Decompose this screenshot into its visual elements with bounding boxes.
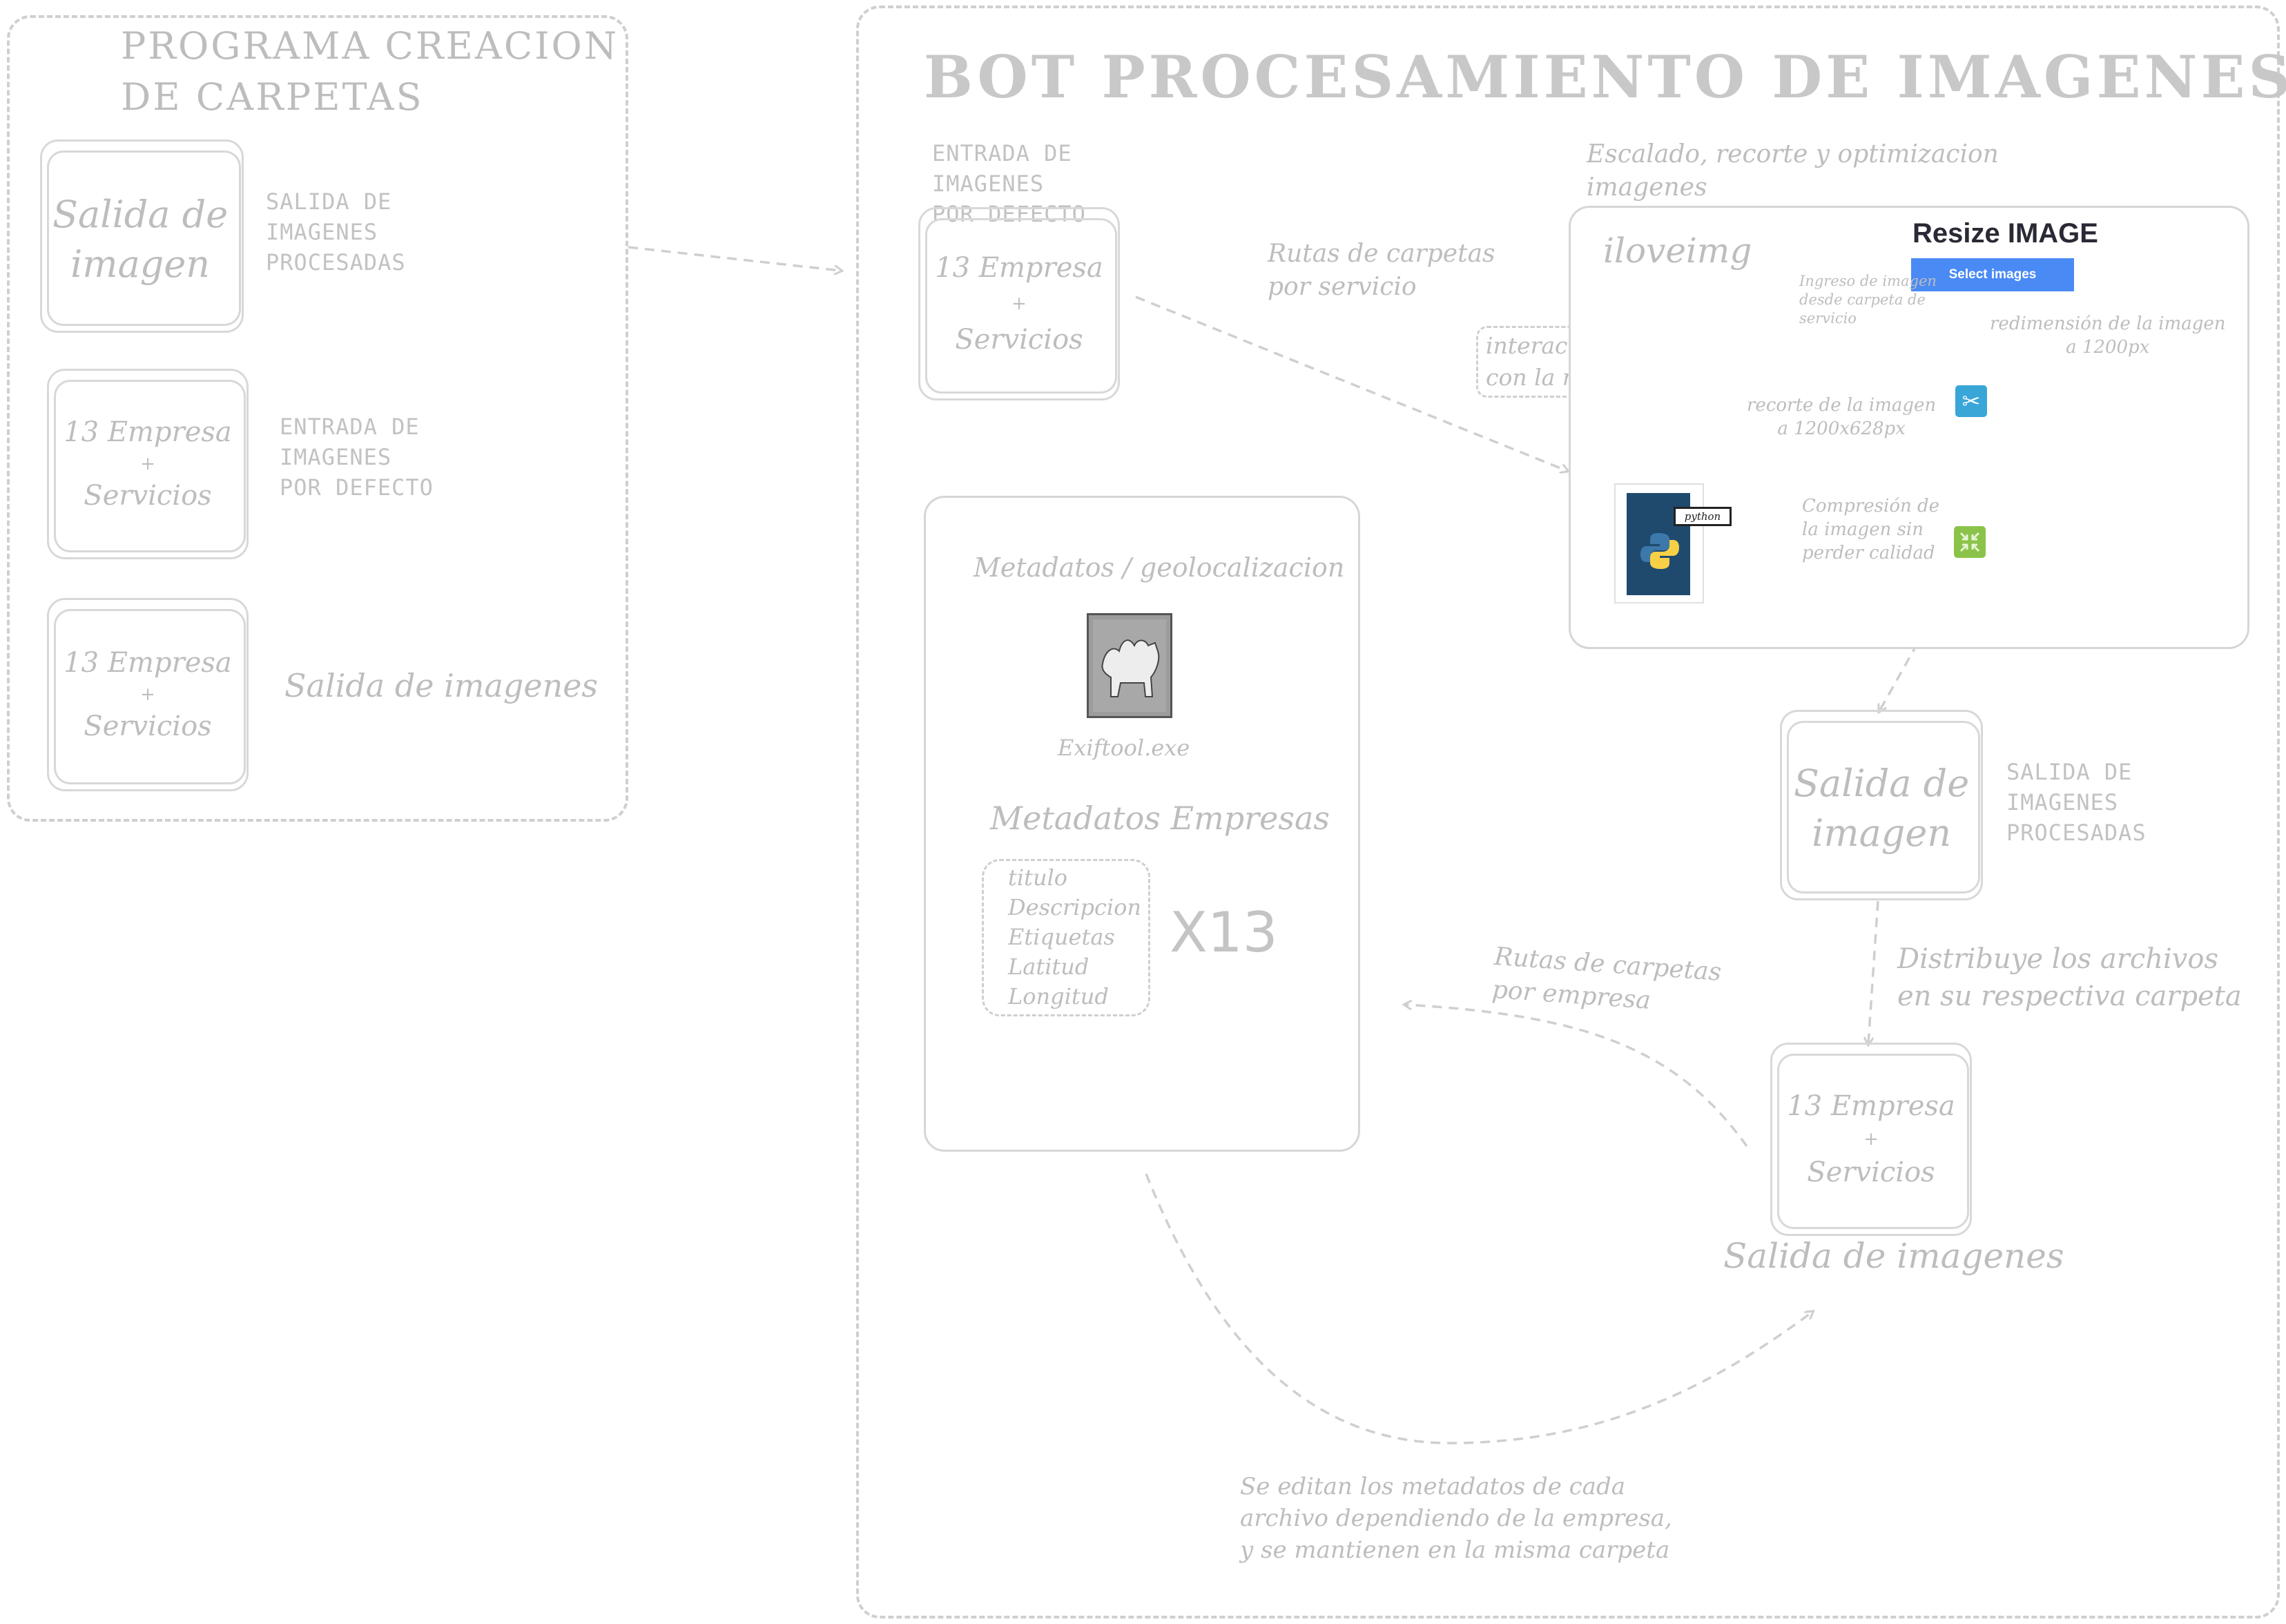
- metadata-field: Etiquetas: [1008, 924, 1115, 950]
- metadata-panel: [924, 496, 1360, 1152]
- card-plus-label: +: [1863, 1129, 1879, 1150]
- metadata-field: Descripcion: [1008, 894, 1141, 920]
- left-input-caption: ENTRADA DE IMAGENES POR DEFECTO: [280, 414, 434, 501]
- metadata-field: Latitud: [1008, 954, 1089, 980]
- card-services-label: Servicios: [84, 710, 212, 742]
- main-input-folder-card[interactable]: 13 Empresa + Servicios: [918, 207, 1120, 400]
- left-output-caption: SALIDA DE IMAGENES PROCESADAS: [266, 188, 406, 276]
- metadata-fields-list: titulo Descripcion Etiquetas Latitud Lon…: [1008, 863, 1141, 1012]
- card-plus-label: +: [140, 684, 155, 705]
- arrow-input-to-process: [1135, 296, 1567, 471]
- processed-output-text: Salida de imagen: [1794, 762, 1970, 855]
- compress-icon[interactable]: [1954, 526, 1986, 558]
- processed-output-card[interactable]: Salida de imagen: [1780, 710, 1983, 900]
- card-services-label: Servicios: [955, 324, 1083, 356]
- left-images-output-card[interactable]: 13 Empresa + Servicios: [47, 598, 249, 791]
- card-services-label: Servicios: [1807, 1157, 1935, 1188]
- left-images-output-caption: Salida de imagenes: [284, 667, 599, 704]
- select-images-button[interactable]: Select images: [1911, 258, 2074, 291]
- crop-step-label: recorte de la imagen a 1200x628px: [1747, 395, 1937, 439]
- card-plus-label: +: [140, 454, 155, 474]
- process-title: Escalado, recorte y optimizacion imagene…: [1587, 140, 1999, 202]
- main-input-caption: ENTRADA DE IMAGENES POR DEFECTO: [932, 140, 1086, 227]
- left-output-folder-text: Salida de imagen: [52, 193, 229, 286]
- card-company-label: 13 Empresa: [1787, 1090, 1955, 1122]
- processed-output-caption: SALIDA DE IMAGENES PROCESADAS: [2006, 759, 2147, 846]
- multiplier-label: X13: [1170, 900, 1278, 965]
- image-bot-panel: [856, 6, 2280, 1618]
- iloveimg-label[interactable]: iloveimg: [1603, 231, 1752, 271]
- arrow-metadata-to-final: [1145, 1173, 1812, 1444]
- arrow-output-to-final: [1868, 900, 1879, 1044]
- card-company-label: 13 Empresa: [64, 416, 232, 448]
- exiftool-icon[interactable]: [1087, 613, 1172, 718]
- metadata-title: Metadatos / geolocalizacion: [974, 552, 1345, 583]
- routes-service-label: Rutas de carpetas por servicio: [1268, 240, 1495, 301]
- python-badge: python: [1674, 507, 1732, 526]
- scissors-icon[interactable]: ✂: [1955, 385, 1987, 417]
- image-ingress-label: Ingreso de imagen desde carpeta de servi…: [1799, 273, 1937, 327]
- card-plus-label: +: [1011, 293, 1027, 314]
- final-output-card[interactable]: 13 Empresa + Servicios: [1770, 1043, 1972, 1236]
- compress-step-label: Compresión de la imagen sin perder calid…: [1802, 496, 1940, 563]
- metadata-field: titulo: [1008, 864, 1068, 891]
- resize-image-title: Resize IMAGE: [1912, 218, 2098, 249]
- arrow-final-to-metadata: [1405, 1005, 1748, 1148]
- arrow-left-to-main: [628, 246, 841, 271]
- metadata-fields-box: [982, 859, 1150, 1016]
- left-input-folder-card[interactable]: 13 Empresa + Servicios: [47, 369, 249, 559]
- card-company-label: 13 Empresa: [64, 647, 232, 679]
- card-company-label: 13 Empresa: [935, 252, 1103, 284]
- exiftool-label: Exiftool.exe: [1058, 735, 1190, 761]
- card-services-label: Servicios: [84, 480, 212, 512]
- resize-step-label: redimensión de la imagen a 1200px: [1990, 313, 2226, 358]
- metadata-field: Longitud: [1008, 983, 1109, 1009]
- folder-creation-panel: [7, 15, 628, 822]
- image-bot-title: BOT PROCESAMIENTO DE IMAGENES: [924, 43, 2286, 111]
- left-output-folder-card[interactable]: Salida de imagen: [40, 139, 244, 333]
- final-output-caption: Salida de imagenes: [1723, 1236, 2064, 1276]
- metadata-companies-title: Metadatos Empresas: [990, 800, 1330, 837]
- distribute-label: Distribuye los archivos en su respectiva…: [1897, 943, 2242, 1012]
- python-script-icon[interactable]: python: [1614, 483, 1732, 603]
- edit-metadata-note: Se editan los metadatos de cada archivo …: [1240, 1473, 1672, 1564]
- folder-creation-title: PROGRAMA CREACION DE CARPETAS: [121, 24, 619, 119]
